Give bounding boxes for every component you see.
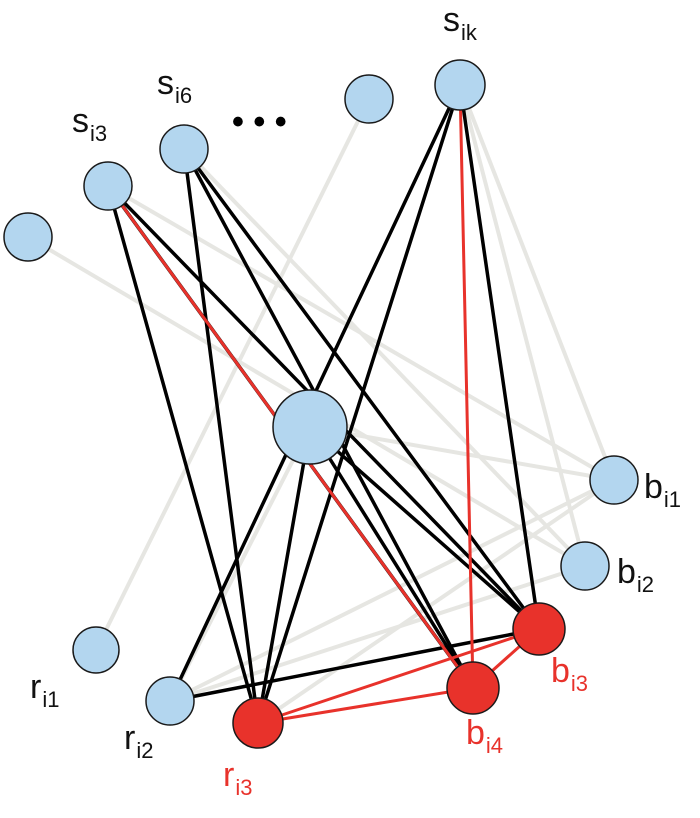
node-b-i2	[560, 541, 610, 591]
label-s-i6: si6	[157, 64, 192, 108]
label-subscript: i3	[571, 671, 588, 696]
label-base: r	[223, 756, 234, 794]
ellipsis: • • •	[232, 103, 287, 141]
label-base: b	[466, 714, 485, 752]
node-s-dot	[344, 74, 394, 124]
node-center	[272, 389, 348, 465]
node-s-ik	[434, 59, 486, 111]
edge-r-i3-b-i3	[256, 627, 541, 725]
edge-s-ik-b-i2	[458, 83, 587, 568]
edge-s-i6-b-i2	[182, 147, 587, 568]
node-s-i6	[159, 124, 209, 174]
label-r-i1: ri1	[30, 668, 59, 712]
label-subscript: i1	[42, 687, 59, 712]
edge-s-ik-r-i3	[256, 83, 462, 725]
edge-s-i3-r-i3	[106, 184, 260, 725]
edge-r-i3-b-i1	[256, 478, 616, 725]
label-r-i3: ri3	[223, 756, 252, 800]
nodes	[3, 59, 639, 749]
label-b-i2: bi2	[617, 553, 654, 597]
label-subscript: i2	[637, 572, 654, 597]
label-subscript: i3	[235, 775, 252, 800]
label-b-i3: bi3	[551, 652, 588, 696]
label-subscript: i1	[664, 487, 681, 512]
label-base: b	[551, 652, 570, 690]
node-r-i3	[232, 697, 284, 749]
node-b-i3	[512, 602, 566, 656]
edge-s-i6-r-i3	[182, 147, 260, 725]
label-b-i4: bi4	[466, 714, 503, 758]
label-subscript: i6	[175, 83, 192, 108]
label-b-i1: bi1	[644, 468, 681, 512]
label-base: r	[124, 719, 135, 757]
edge-r-i3-b-i4	[256, 686, 475, 725]
label-s-i3: si3	[72, 102, 107, 146]
edge-s-ik-b-i3	[458, 83, 541, 631]
label-subscript: i3	[90, 121, 107, 146]
edge-s-ik-b-i1	[458, 83, 616, 482]
label-base: s	[443, 1, 460, 39]
node-left	[3, 212, 53, 262]
node-b-i1	[589, 455, 639, 505]
label-s-ik: sik	[443, 1, 478, 45]
edge-center-b-i3	[308, 425, 541, 631]
edge-s-ik-b-i4	[458, 83, 475, 690]
label-base: s	[157, 64, 174, 102]
node-s-i3	[83, 161, 133, 211]
label-base: s	[72, 102, 89, 140]
edge-center-b-i1	[308, 425, 616, 482]
node-r-i2	[145, 676, 195, 726]
edge-r-i2-b-i3	[168, 627, 541, 703]
label-r-i2: ri2	[124, 719, 153, 763]
label-subscript: ik	[461, 20, 478, 45]
node-b-i4	[446, 661, 500, 715]
edge-r-i2-b-i1	[168, 478, 616, 703]
label-base: b	[644, 468, 663, 506]
edge-s-i6-b-i3	[182, 147, 541, 631]
edge-s-dot-r-i1	[94, 97, 371, 652]
node-r-i1	[72, 626, 120, 674]
label-subscript: i4	[486, 733, 503, 758]
edge-center-r-i3	[256, 425, 312, 725]
label-subscript: i2	[136, 738, 153, 763]
edge-center-b-i4	[308, 425, 475, 690]
edge-r-i2-b-i2	[168, 564, 587, 703]
label-base: b	[617, 553, 636, 591]
label-base: r	[30, 668, 41, 706]
